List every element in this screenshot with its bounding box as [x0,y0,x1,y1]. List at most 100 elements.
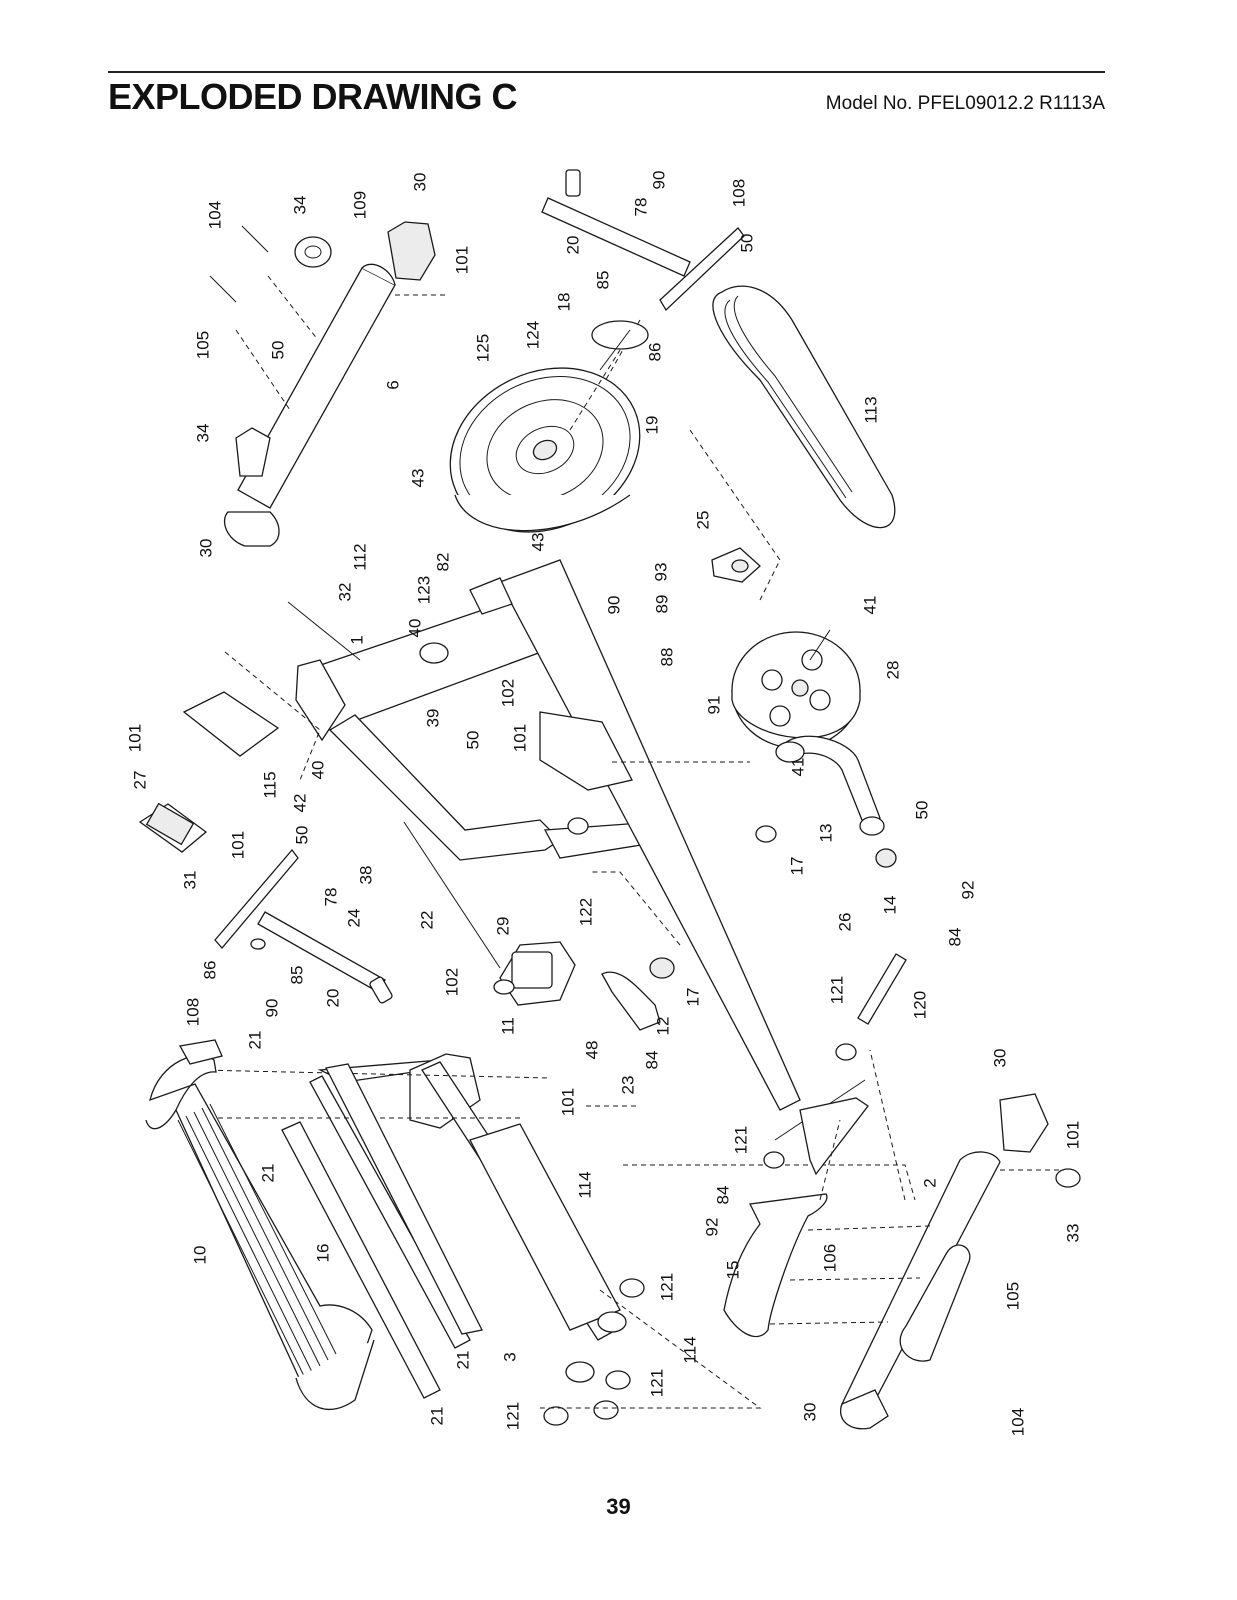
callout-50: 50 [464,731,483,750]
callout-16: 16 [314,1244,333,1263]
callout-43: 43 [529,533,548,552]
callout-85: 85 [288,966,307,985]
callout-30: 30 [991,1049,1010,1068]
header-rule [108,71,1105,73]
callout-14: 14 [881,896,900,915]
callout-124: 124 [524,321,543,349]
callout-33: 33 [1064,1224,1083,1243]
callout-2: 2 [921,1178,940,1187]
callout-18: 18 [555,293,574,312]
callout-13: 13 [817,824,836,843]
callout-20: 20 [324,989,343,1008]
callout-109: 109 [351,191,370,219]
callout-114: 114 [681,1336,700,1363]
callout-28: 28 [884,661,903,680]
callout-121: 121 [732,1126,751,1154]
eddy-bracket [711,547,761,583]
callout-101: 101 [229,831,248,859]
callout-108: 108 [184,998,203,1026]
pedal [723,1079,931,1338]
callout-91: 91 [705,696,724,715]
callout-88: 88 [658,648,677,667]
callout-29: 29 [494,917,513,936]
side-cover [281,1063,483,1399]
callout-43: 43 [409,469,428,488]
callout-101: 101 [126,724,145,752]
callout-82: 82 [434,553,453,572]
callout-113: 113 [862,396,881,423]
callout-85: 85 [594,271,613,290]
callout-42: 42 [291,794,310,813]
front-shroud [145,1039,375,1410]
callout-121: 121 [504,1402,523,1430]
callout-27: 27 [131,771,150,790]
callout-21: 21 [246,1031,265,1050]
callout-90: 90 [650,171,669,190]
main-frame [287,559,801,1111]
callout-115: 115 [261,771,280,798]
callout-84: 84 [643,1051,662,1070]
callout-50: 50 [738,234,757,253]
rear-stabilizer [840,1093,1081,1430]
pulley [731,629,861,749]
callout-30: 30 [801,1403,820,1422]
callout-12: 12 [654,1017,673,1036]
callout-17: 17 [788,857,807,876]
callout-3: 3 [501,1352,520,1361]
callout-104: 104 [206,201,225,229]
page-number: 39 [606,1494,631,1519]
callout-121: 121 [658,1273,677,1301]
callout-89: 89 [653,595,672,614]
callout-121: 121 [828,976,847,1004]
callout-21: 21 [454,1351,473,1370]
pivot-arm [755,735,897,868]
callout-101: 101 [559,1088,578,1116]
callout-84: 84 [714,1186,733,1205]
callout-86: 86 [646,343,665,362]
callout-101: 101 [453,246,472,274]
callout-31: 31 [181,871,200,890]
callout-6: 6 [384,380,403,389]
callout-78: 78 [322,888,341,907]
callout-41: 41 [861,596,880,615]
callout-26: 26 [836,913,855,932]
console-bracket [138,651,321,853]
handlebar-upper-left [209,221,445,547]
incline-motor [403,821,675,1031]
callout-84: 84 [946,928,965,947]
callout-1: 1 [348,635,367,644]
callout-104: 104 [1009,1408,1028,1436]
callout-25: 25 [694,511,713,530]
callout-78: 78 [632,198,651,217]
callout-123: 123 [415,576,434,604]
callout-10: 10 [191,1246,210,1265]
callout-92: 92 [959,881,978,900]
callout-50: 50 [269,341,288,360]
callout-22: 22 [418,911,437,930]
callout-20: 20 [564,236,583,255]
callout-108: 108 [730,179,749,207]
callout-102: 102 [499,679,518,707]
callout-122: 122 [577,898,596,926]
callout-114: 114 [576,1171,595,1198]
callout-41: 41 [789,758,808,777]
callout-40: 40 [309,761,328,780]
callout-34: 34 [291,196,310,215]
callout-125: 125 [474,334,493,362]
callout-121: 121 [648,1369,667,1397]
callout-106: 106 [821,1244,840,1272]
callout-90: 90 [605,596,624,615]
callout-40: 40 [406,619,425,638]
callout-105: 105 [194,331,213,359]
callout-11: 11 [499,1017,518,1035]
callout-92: 92 [703,1218,722,1237]
callout-19: 19 [643,416,662,435]
callout-48: 48 [583,1041,602,1060]
rail-rod [835,953,907,1061]
callout-90: 90 [263,999,282,1018]
callout-23: 23 [619,1076,638,1095]
callout-21: 21 [259,1164,278,1183]
callout-101: 101 [1064,1121,1083,1149]
